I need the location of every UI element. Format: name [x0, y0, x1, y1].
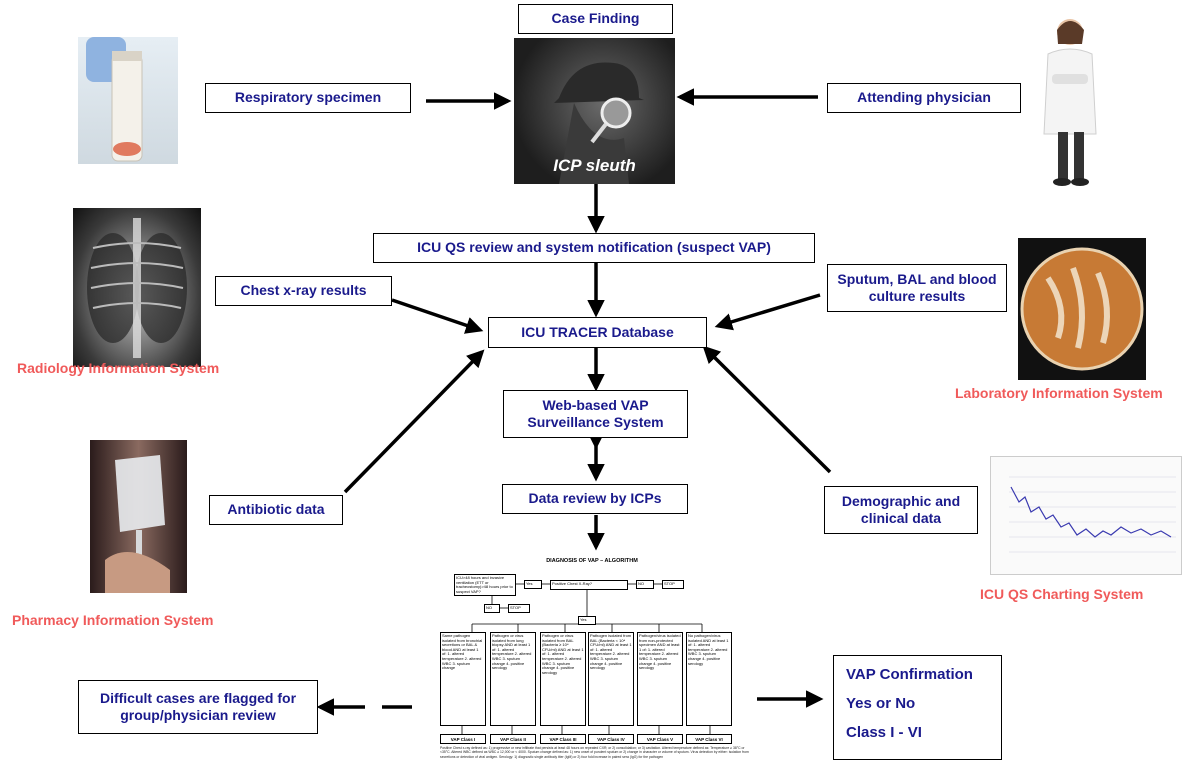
algo-class-6: VAP Class VI: [686, 734, 732, 744]
demographic-box: Demographic and clinical data: [824, 486, 978, 534]
culture-plate-photo: [1018, 238, 1146, 380]
difficult-cases-box: Difficult cases are flagged for group/ph…: [78, 680, 318, 734]
arrow-xray-to-tracer: [391, 298, 484, 334]
laboratory-system-label: Laboratory Information System: [955, 385, 1163, 401]
final-line-yes-no: Yes or No: [846, 695, 916, 712]
algo-no-2: NO: [484, 604, 500, 613]
icu-tracer-box: ICU TRACER Database: [488, 317, 707, 348]
final-line-class: Class I - VI: [846, 724, 922, 741]
algo-criteria-2: Pathogen or virus isolated from lung bio…: [490, 632, 536, 726]
algo-class-3: VAP Class III: [540, 734, 586, 744]
arrow-sputum-to-tracer: [714, 293, 821, 331]
respiratory-specimen-box: Respiratory specimen: [205, 83, 411, 113]
algo-no-1: NO: [636, 580, 654, 589]
algo-criteria-4: Pathogen isolated from BAL (Bacteria < 1…: [588, 632, 634, 726]
algo-criteria-5: Pathogen/virus isolated from non-protect…: [637, 632, 683, 726]
algorithm-title: DIAGNOSIS OF VAP – ALGORITHM: [546, 558, 638, 564]
data-review-box: Data review by ICPs: [502, 484, 688, 514]
algo-start-box: ICU>48 hours and invasive ventilation (E…: [454, 574, 516, 596]
algo-class-1: VAP Class I: [440, 734, 486, 744]
antibiotic-data-box: Antibiotic data: [209, 495, 343, 525]
attending-physician-box: Attending physician: [827, 83, 1021, 113]
chest-xray-box: Chest x-ray results: [215, 276, 392, 306]
vap-confirmation-box: VAP Confirmation Yes or No Class I - VI: [833, 655, 1002, 760]
algo-yes-2: Yes: [578, 616, 596, 625]
arrow-antibiotic-to-tracer: [343, 349, 485, 494]
vap-algorithm: DIAGNOSIS OF VAP – ALGORITHM ICU>48 hour…: [432, 556, 752, 769]
temperature-chart-photo: [990, 456, 1182, 575]
arrow-demographic-to-tracer: [702, 345, 832, 474]
chest-xray-photo: [73, 208, 201, 367]
algo-class-2: VAP Class II: [490, 734, 536, 744]
iv-bag-photo: [90, 440, 187, 593]
pharmacy-system-label: Pharmacy Information System: [12, 612, 214, 628]
final-line-confirmation: VAP Confirmation: [846, 666, 973, 683]
sleuth-label: ICP sleuth: [553, 156, 636, 175]
sleuth-magnifier-photo: ICP sleuth: [514, 38, 675, 184]
algo-stop-2: STOP: [508, 604, 530, 613]
algo-cxr-box: Positive Chest X-Ray?: [550, 580, 628, 590]
algo-class-4: VAP Class IV: [588, 734, 634, 744]
case-finding-box: Case Finding: [518, 4, 673, 34]
specimen-tube-photo: [78, 37, 178, 164]
algo-notes: Positive Chest x-ray defined as: 1) prog…: [440, 746, 749, 759]
algo-class-5: VAP Class V: [637, 734, 683, 744]
charting-system-label: ICU QS Charting System: [980, 586, 1144, 602]
algo-stop-1: STOP: [662, 580, 684, 589]
web-vap-box: Web-based VAP Surveillance System: [503, 390, 688, 438]
icu-qs-review-box: ICU QS review and system notification (s…: [373, 233, 815, 263]
sputum-bal-box: Sputum, BAL and blood culture results: [827, 264, 1007, 312]
algo-criteria-3: Pathogen or virus isolated from BAL (Bac…: [540, 632, 586, 726]
algo-criteria-1: Same pathogen isolated from bronchial se…: [440, 632, 486, 726]
algo-yes-1: Yes: [524, 580, 542, 589]
radiology-system-label: Radiology Information System: [17, 360, 220, 376]
physician-photo: [1030, 14, 1112, 189]
algo-criteria-6: No pathogen/virus isolated AND at least …: [686, 632, 732, 726]
